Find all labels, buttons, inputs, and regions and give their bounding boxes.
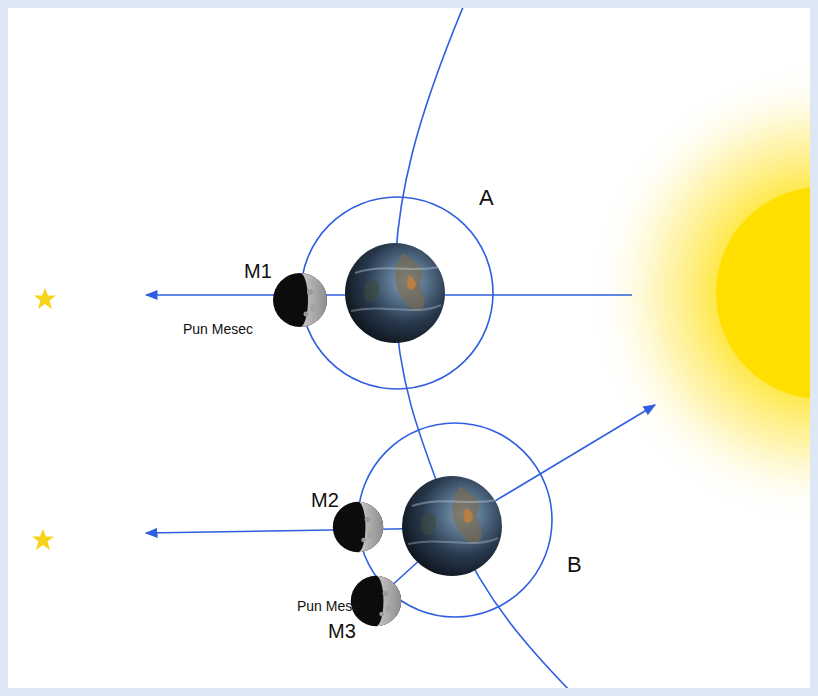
- moon-label: M2: [310, 489, 340, 511]
- phase-label: Pun Mesec: [182, 322, 254, 337]
- orbit-letter: B: [566, 553, 583, 577]
- panel: AM1Pun MesecM2Pun MesecM3B: [8, 8, 810, 688]
- moon-label: M3: [327, 620, 357, 642]
- orbit-illustration: [8, 8, 810, 688]
- orbit-letter: A: [478, 186, 495, 210]
- moon-label: M1: [243, 260, 273, 282]
- phase-label: Pun Mesec: [296, 599, 368, 614]
